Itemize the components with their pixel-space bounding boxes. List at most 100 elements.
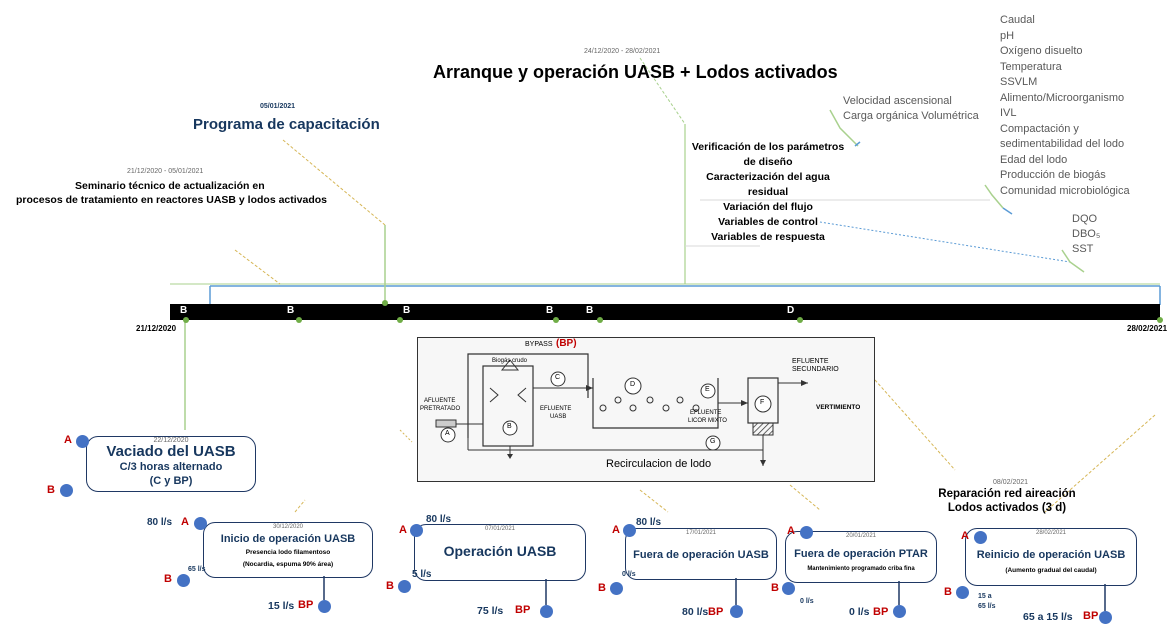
fuera-uasb-date: 17/01/2021 [685, 530, 717, 536]
vaciado-b-valve[interactable] [60, 484, 73, 497]
inicio-sub2: (Nocardia, espuma 90% área) [242, 561, 334, 568]
verificacion-list: Verificación de los parámetros de diseño… [688, 140, 848, 245]
vaciado-card: 22/12/2020 Vaciado del UASB C/3 horas al… [86, 436, 256, 492]
inicio-b-valve[interactable] [177, 574, 190, 587]
operacion-bp-valve[interactable] [540, 605, 553, 618]
reinicio-bp-label: BP [1083, 610, 1099, 622]
efluente-mixto-label-2: LICOR MIXTO [688, 418, 727, 424]
inicio-title: Inicio de operación UASB [220, 533, 356, 545]
lab-item: DQO [1072, 213, 1098, 225]
reinicio-card: 28/02/2021 Reinicio de operación UASB (A… [965, 528, 1137, 586]
fuera-ptar-a-valve[interactable] [800, 526, 813, 539]
efluente-uasb-label: EFLUENTE [540, 406, 572, 412]
fuera-uasb-bp-valve[interactable] [730, 605, 743, 618]
fuera-ptar-b-valve[interactable] [782, 582, 795, 595]
capacitacion-date: 05/01/2021 [260, 103, 296, 110]
seminario-date: 21/12/2020 - 05/01/2021 [127, 168, 204, 175]
reinicio-b-label: B [944, 586, 952, 598]
fuera-ptar-date: 20/01/2021 [845, 533, 877, 539]
response-item: Alimento/Microorganismo [1000, 91, 1125, 104]
timeline-point [1157, 317, 1163, 323]
fuera-ptar-b-label: B [771, 582, 779, 594]
inicio-card: 30/12/2020 Inicio de operación UASB Pres… [203, 522, 373, 578]
response-item: pH [1000, 29, 1015, 42]
fuera-ptar-sub1: Mantenimiento programado criba fina [807, 566, 915, 572]
capacitacion-title: Programa de capacitación [193, 116, 380, 133]
fuera-uasb-a-valve[interactable] [623, 524, 636, 537]
reinicio-date: 28/02/2021 [1035, 530, 1067, 536]
vaciado-date: 22/12/2020 [153, 437, 189, 444]
fuera-ptar-flow-b: 0 l/s [800, 598, 814, 605]
verificacion-item: Caracterización del agua [706, 171, 830, 183]
reinicio-a-valve[interactable] [974, 531, 987, 544]
response-variables: Caudal pH Oxígeno disuelto Temperatura S… [1000, 13, 1130, 199]
fuera-ptar-bp-valve[interactable] [893, 605, 906, 618]
timeline-marker: D [787, 305, 795, 316]
control-item: Carga orgánica Volumétrica [843, 110, 979, 122]
page-title: Arranque y operación UASB + Lodos activa… [433, 62, 838, 82]
seminario-line2: procesos de tratamiento en reactores UAS… [16, 194, 328, 206]
fuera-ptar-out-flow: 0 l/s [849, 606, 870, 618]
control-variables: Velocidad ascensional Carga orgánica Vol… [843, 94, 979, 124]
recirculacion-label: Recirculacion de lodo [606, 458, 712, 470]
label-c: C [555, 374, 561, 381]
process-schematic [435, 353, 808, 466]
inicio-a-valve[interactable] [194, 517, 207, 530]
label-a: A [445, 430, 450, 437]
timeline-marker: B [586, 305, 594, 316]
timeline-point [397, 317, 403, 323]
operacion-a-valve[interactable] [410, 524, 423, 537]
operacion-b-label: B [386, 580, 394, 592]
inicio-flow-b: 65 l/s [188, 566, 206, 573]
fuera-uasb-a-label: A [612, 524, 620, 536]
vaciado-a-valve[interactable] [76, 435, 89, 448]
label-e: E [705, 386, 710, 393]
response-item: Caudal [1000, 14, 1035, 26]
reinicio-title: Reinicio de operación UASB [976, 549, 1126, 561]
fuera-uasb-out-flow: 80 l/s [682, 606, 709, 618]
reparacion-line2: Lodos activados (3 d) [947, 502, 1067, 514]
response-item: sedimentabilidad del lodo [1000, 138, 1125, 150]
fuera-uasb-flow-b: 0 l/s [622, 571, 636, 578]
fuera-ptar-bp-label: BP [873, 606, 889, 618]
reinicio-b-valve[interactable] [956, 586, 969, 599]
afluente-label-2: PRETRATADO [420, 406, 461, 412]
operacion-date: 07/01/2021 [484, 526, 516, 532]
reinicio-flow-b-2: 65 l/s [978, 603, 996, 610]
response-item: Compactación y [1000, 122, 1079, 135]
response-item: SSVLM [1000, 76, 1038, 88]
verificacion-item: Variación del flujo [723, 201, 813, 213]
timeline-marker: B [403, 305, 411, 316]
vaciado-b-label: B [47, 484, 55, 496]
operacion-flow-a: 80 l/s [426, 514, 452, 525]
timeline-marker: B [180, 305, 188, 316]
lab-item: SST [1072, 243, 1094, 255]
reinicio-a-label: A [961, 530, 969, 542]
label-d: D [630, 381, 636, 388]
vaciado-title: Vaciado del UASB [106, 443, 236, 460]
timeline-point [296, 317, 302, 323]
timeline-end-date: 28/02/2021 [1127, 324, 1168, 333]
reinicio-bp-valve[interactable] [1099, 611, 1112, 624]
label-f: F [760, 399, 765, 406]
response-item: Producción de biogás [1000, 169, 1106, 181]
inicio-bp-valve[interactable] [318, 600, 331, 613]
verificacion-item: Verificación de los parámetros [691, 141, 845, 153]
vaciado-a-label: A [64, 434, 72, 446]
lab-variables: DQO DBO₅ SST [1072, 212, 1100, 257]
vaciado-sub1: C/3 horas alternado [119, 461, 223, 473]
inicio-bp-label: BP [298, 599, 314, 611]
fuera-uasb-b-valve[interactable] [610, 582, 623, 595]
operacion-b-valve[interactable] [398, 580, 411, 593]
operacion-flow-b: 5 l/s [412, 569, 432, 580]
vaciado-sub2: (C y BP) [149, 475, 193, 487]
label-b: B [507, 423, 512, 430]
fuera-ptar-a-label: A [787, 525, 795, 537]
timeline-point [382, 300, 388, 306]
biogas-label: Biogás crudo [492, 358, 528, 364]
reinicio-sub1: (Aumento gradual del caudal) [1005, 567, 1097, 574]
timeline-point [597, 317, 603, 323]
timeline-marker: B [546, 305, 554, 316]
timeline-point [797, 317, 803, 323]
